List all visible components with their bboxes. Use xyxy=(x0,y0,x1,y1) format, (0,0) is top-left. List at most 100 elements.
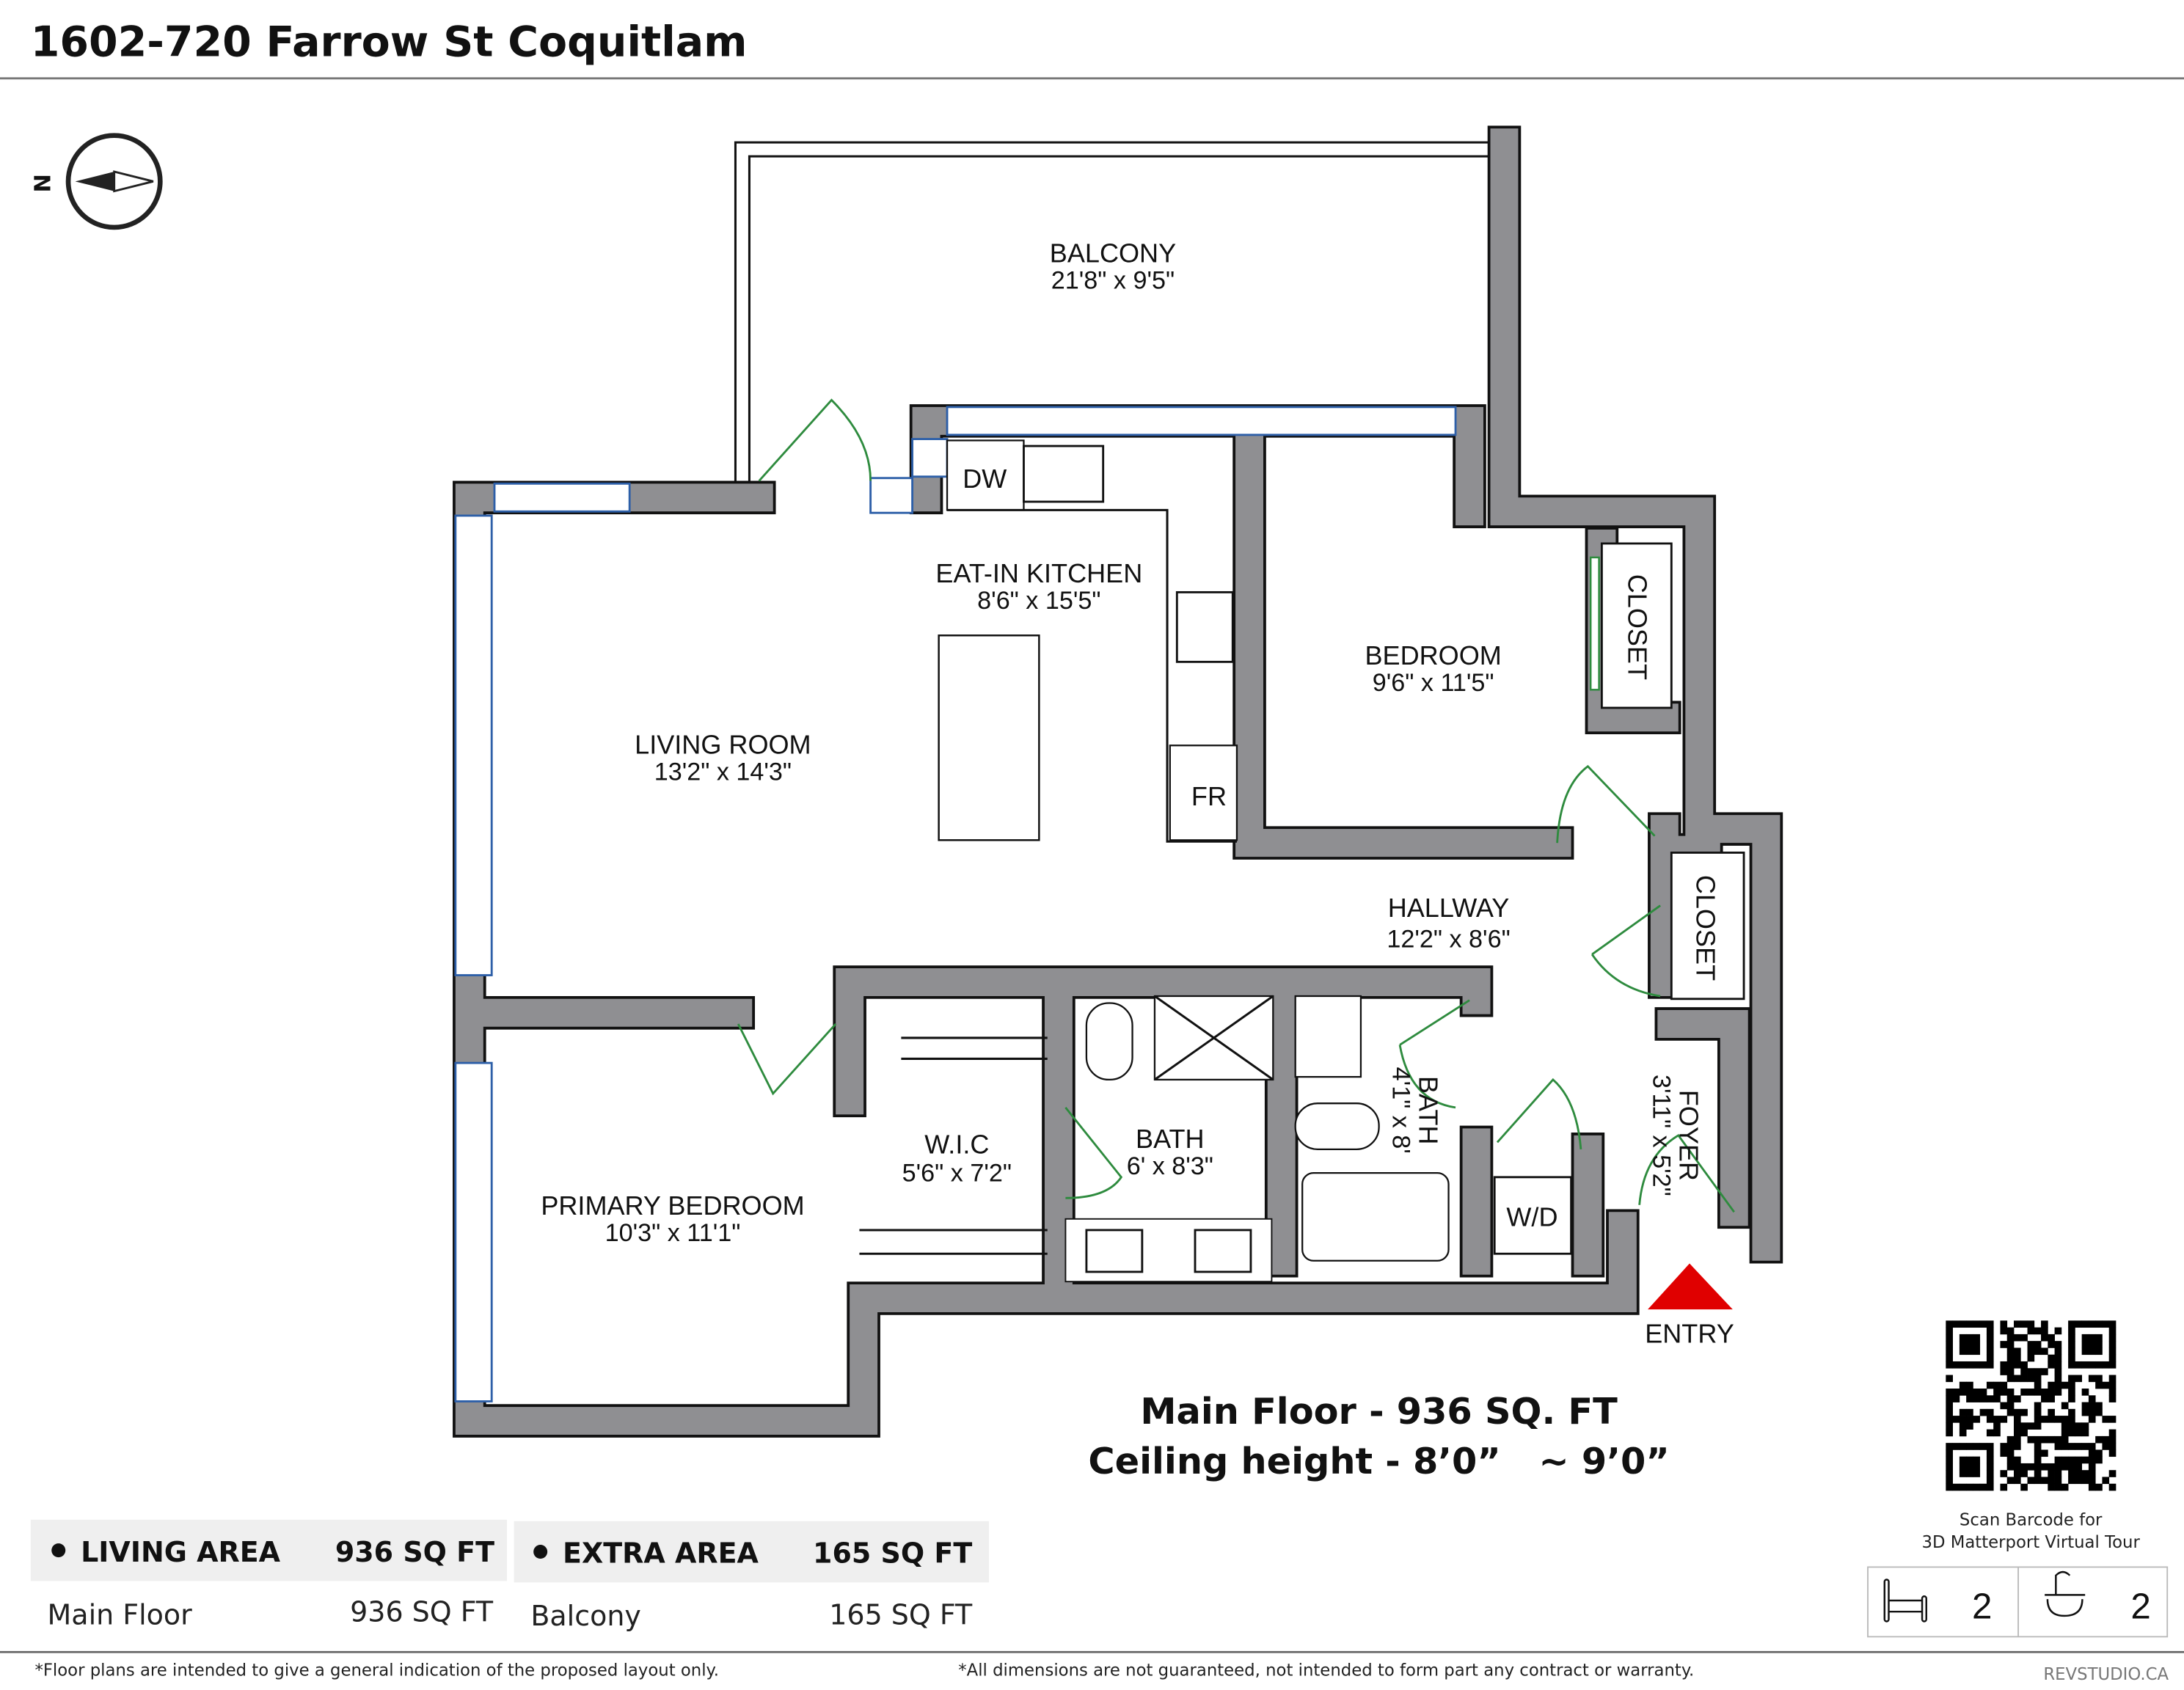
qr-module xyxy=(2095,1456,2103,1464)
living-area-total: 936 SQ FT xyxy=(335,1536,494,1568)
qr-module xyxy=(1993,1422,2001,1430)
qr-module xyxy=(2020,1334,2028,1342)
qr-module xyxy=(2013,1470,2021,1477)
qr-module xyxy=(2081,1341,2089,1348)
qr-module xyxy=(2095,1449,2103,1457)
qr-module xyxy=(2013,1443,2021,1450)
qr-module xyxy=(2006,1477,2015,1485)
qr-module xyxy=(2095,1375,2103,1383)
qr-module xyxy=(2075,1443,2083,1450)
qr-module xyxy=(2061,1381,2069,1389)
qr-module xyxy=(2020,1368,2028,1375)
qr-module xyxy=(1973,1470,1981,1477)
qr-module xyxy=(2054,1456,2062,1464)
bathtub-icon xyxy=(2045,1570,2086,1617)
qr-module xyxy=(1946,1483,1953,1491)
qr-module xyxy=(2027,1320,2035,1328)
qr-module xyxy=(1979,1483,1987,1491)
qr-module xyxy=(2013,1435,2021,1444)
qr-module xyxy=(2102,1477,2110,1485)
qr-module xyxy=(1946,1470,1953,1477)
qr-module xyxy=(2027,1368,2035,1375)
qr-module xyxy=(2102,1435,2110,1444)
qr-module xyxy=(1966,1389,1973,1396)
qr-module xyxy=(1979,1389,1987,1396)
qr-module xyxy=(1959,1443,1967,1450)
qr-module xyxy=(2013,1375,2021,1383)
qr-module xyxy=(1952,1443,1960,1450)
qr-code[interactable] xyxy=(1946,1320,2117,1491)
qr-module xyxy=(2041,1389,2048,1396)
qr-module xyxy=(2061,1429,2069,1437)
qr-module xyxy=(2034,1443,2042,1450)
qr-module xyxy=(1993,1416,2001,1423)
qr-module xyxy=(2041,1435,2048,1444)
qr-module xyxy=(2081,1389,2089,1396)
qr-module xyxy=(2095,1320,2103,1328)
windows xyxy=(454,406,1600,1402)
qr-module xyxy=(2041,1327,2048,1335)
qr-module xyxy=(2068,1347,2075,1356)
qr-module xyxy=(1973,1361,1981,1369)
foyer-name: FOYER xyxy=(1674,1090,1704,1181)
qr-module xyxy=(2054,1477,2062,1485)
entry-label: ENTRY xyxy=(1645,1319,1734,1349)
qr-module xyxy=(2000,1361,2008,1369)
qr-module xyxy=(1946,1389,1953,1396)
qr-module xyxy=(2068,1463,2075,1471)
qr-module xyxy=(1966,1361,1973,1369)
disclaimer-right: *All dimensions are not guaranteed, not … xyxy=(958,1661,1694,1680)
qr-module xyxy=(2108,1320,2117,1328)
closet2-name: CLOSET xyxy=(1690,875,1720,981)
qr-module xyxy=(1952,1320,1960,1328)
qr-module xyxy=(1986,1361,1994,1369)
qr-module xyxy=(2068,1320,2075,1328)
qr-module xyxy=(2034,1341,2042,1348)
qr-module xyxy=(2048,1395,2055,1402)
qr-module xyxy=(2088,1456,2096,1464)
qr-module xyxy=(1959,1456,1967,1464)
qr-module xyxy=(2088,1443,2096,1450)
qr-module xyxy=(2034,1389,2042,1396)
qr-module xyxy=(1973,1389,1981,1396)
qr-module xyxy=(2006,1395,2015,1402)
qr-module xyxy=(1966,1334,1973,1342)
qr-module xyxy=(2006,1389,2015,1396)
qr-module xyxy=(2068,1422,2075,1430)
qr-module xyxy=(2088,1320,2096,1328)
qr-module xyxy=(2034,1347,2042,1356)
foyer-dims: 3'11" x 5'2" xyxy=(1648,1075,1676,1196)
qr-module xyxy=(2108,1416,2117,1423)
qr-module xyxy=(2068,1416,2075,1423)
qr-module xyxy=(2034,1381,2042,1389)
qr-module xyxy=(2000,1443,2008,1450)
qr-module xyxy=(1979,1361,1987,1369)
qr-module xyxy=(1973,1347,1981,1356)
qr-module xyxy=(2000,1416,2008,1423)
bedroom-dims: 9'6" x 11'5" xyxy=(1373,669,1494,697)
qr-module xyxy=(2068,1361,2075,1369)
qr-module xyxy=(2088,1408,2096,1416)
qr-module xyxy=(2000,1381,2008,1389)
qr-module xyxy=(2054,1341,2062,1348)
qr-module xyxy=(2006,1327,2015,1335)
qr-module xyxy=(2054,1416,2062,1423)
qr-module xyxy=(2006,1449,2015,1457)
qr-module xyxy=(2013,1416,2021,1423)
qr-module xyxy=(1986,1408,1994,1416)
qr-module xyxy=(2048,1341,2055,1348)
qr-module xyxy=(2054,1375,2062,1383)
qr-module xyxy=(2041,1477,2048,1485)
qr-module xyxy=(1959,1334,1967,1342)
brand-name: REVSTUDIO.CA xyxy=(2043,1665,2169,1684)
qr-module xyxy=(2054,1483,2062,1491)
qr-module xyxy=(2020,1389,2028,1396)
qr-module xyxy=(2088,1334,2096,1342)
qr-module xyxy=(2048,1389,2055,1396)
qr-module xyxy=(1966,1422,1973,1430)
qr-module xyxy=(1979,1443,1987,1450)
qr-module xyxy=(2020,1470,2028,1477)
wic-name: W.I.C xyxy=(924,1130,989,1160)
qr-module xyxy=(2006,1354,2015,1362)
qr-module xyxy=(2081,1347,2089,1356)
